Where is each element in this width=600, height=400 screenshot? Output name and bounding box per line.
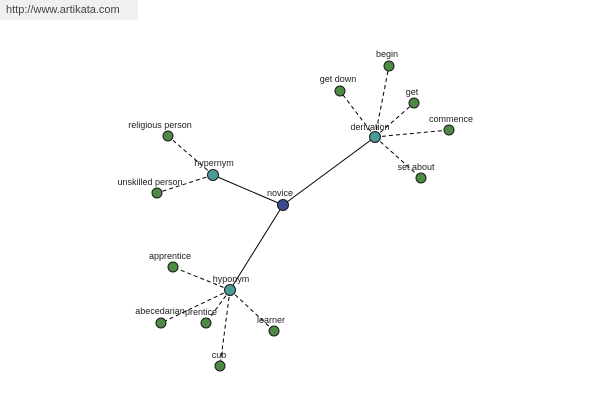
node-label-derivation: derivation [350,122,389,132]
node-label-learner: learner [257,315,285,325]
node-prentice[interactable] [200,317,212,329]
node-label-prentice: prentice [185,307,217,317]
node-label-get-down: get down [320,74,357,84]
node-label-set-about: set about [397,162,435,172]
node-unskilled-person[interactable] [151,187,163,199]
node-label-religious-person: religious person [128,120,192,130]
edge-derivation-commence [374,129,450,138]
node-get[interactable] [408,97,420,109]
node-hypernym[interactable] [207,169,219,181]
edge-derivation-begin [374,65,390,138]
node-abecedarian[interactable] [155,317,167,329]
edge-hyponym-apprentice [172,266,231,291]
edges-layer [156,65,450,367]
node-label-novice: novice [267,188,293,198]
node-hyponym[interactable] [224,284,236,296]
edge-novice-hypernym [212,174,284,206]
node-label-hyponym: hyponym [213,274,250,284]
edge-derivation-get-down [339,90,376,138]
node-get-down[interactable] [334,85,346,97]
node-learner[interactable] [268,325,280,337]
labels-layer: novice hypernym derivation hyponym religious… [117,49,473,360]
node-label-apprentice: apprentice [149,251,191,261]
nodes-layer [151,60,455,372]
watermark-url[interactable]: http://www.artikata.com [0,0,138,20]
edge-hypernym-unskilled-person [156,174,214,194]
edge-hyponym-abecedarian [160,289,231,324]
node-label-begin: begin [376,49,398,59]
node-label-abecedarian: abecedarian [135,306,185,316]
edge-hyponym-cub [219,289,231,367]
node-novice[interactable] [277,199,289,211]
node-label-commence: commence [429,114,473,124]
node-derivation[interactable] [369,131,381,143]
edge-derivation-get [374,102,415,138]
edge-derivation-set-about [374,136,422,179]
node-label-hypernym: hypernym [194,158,234,168]
node-cub[interactable] [214,360,226,372]
node-label-unskilled-person: unskilled person [117,177,182,187]
node-religious-person[interactable] [162,130,174,142]
node-commence[interactable] [443,124,455,136]
node-label-cub: cub [212,350,227,360]
edge-novice-hyponym [229,204,284,291]
node-set-about[interactable] [415,172,427,184]
node-apprentice[interactable] [167,261,179,273]
node-begin[interactable] [383,60,395,72]
edge-hypernym-religious-person [167,135,214,176]
edge-novice-derivation [282,136,376,206]
edge-hyponym-learner [229,289,275,332]
node-label-get: get [406,87,419,97]
